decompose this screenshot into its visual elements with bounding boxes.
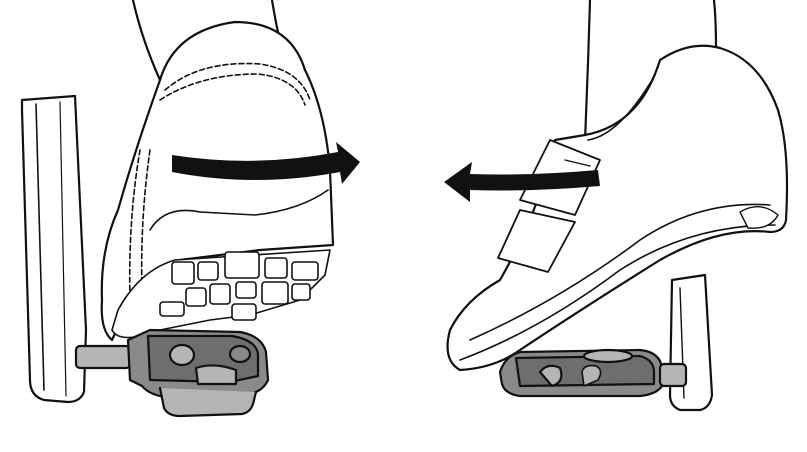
- shoe-upper-right: [446, 44, 789, 372]
- crank-arm-right: [668, 273, 714, 412]
- pedal-axle-left: [74, 344, 132, 370]
- cycling-shoe-right: [446, 44, 789, 372]
- right-panel: [444, 0, 789, 412]
- pedal-right: [498, 348, 688, 398]
- leg-right: [583, 0, 718, 142]
- pedal-left: [74, 328, 270, 418]
- crank-arm-left: [20, 94, 88, 404]
- pedal-axle-right: [658, 362, 688, 388]
- shoe-sole-lugs-left: [111, 249, 331, 339]
- left-panel: [20, 0, 360, 418]
- arrow-right-icon: [172, 142, 360, 184]
- arrow-left-icon: [444, 162, 600, 202]
